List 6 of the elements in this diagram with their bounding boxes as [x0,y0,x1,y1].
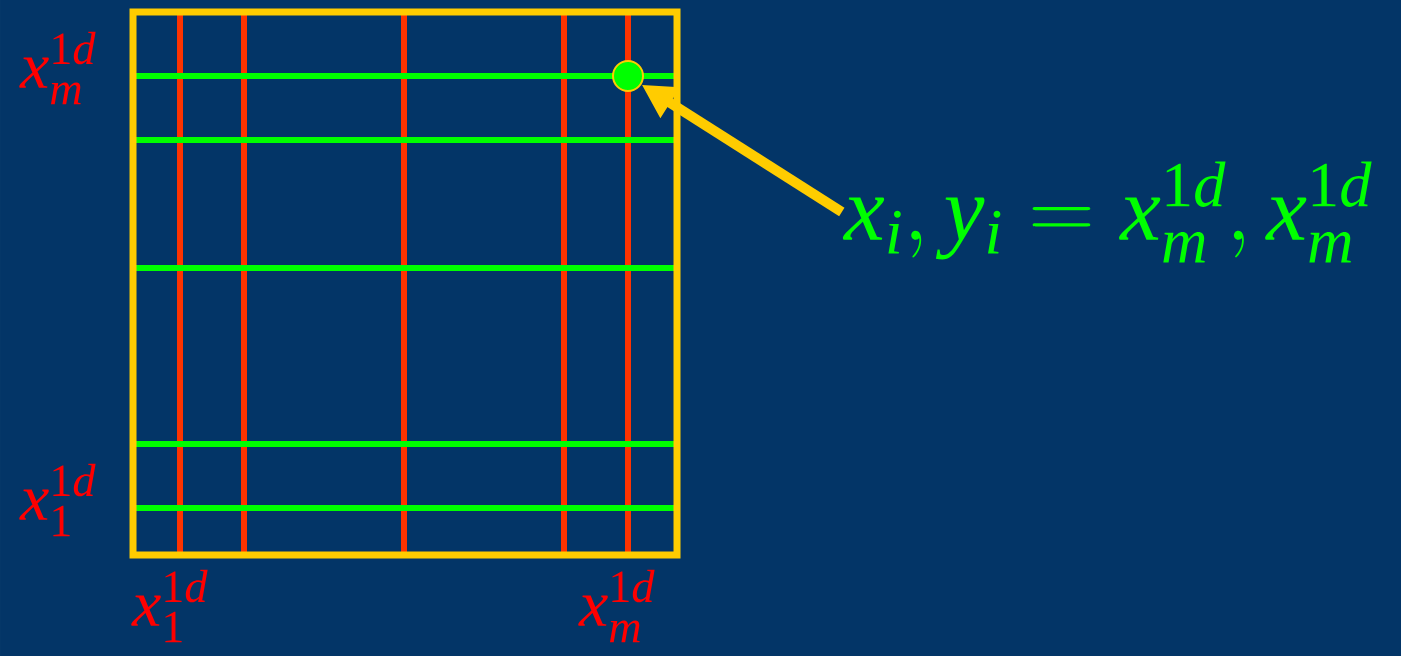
axis-label: $x_1^{1d}$ [131,569,208,643]
axis-label: $x_m^{1d}$ [578,569,655,643]
axis-label: $x_1^{1d}$ [19,463,96,537]
grid-point [612,60,644,92]
formula-label: $x_i, y_i = x_m^{1d}, x_m^{1d}$ [842,161,1372,263]
axis-label: $x_m^{1d}$ [19,31,96,105]
